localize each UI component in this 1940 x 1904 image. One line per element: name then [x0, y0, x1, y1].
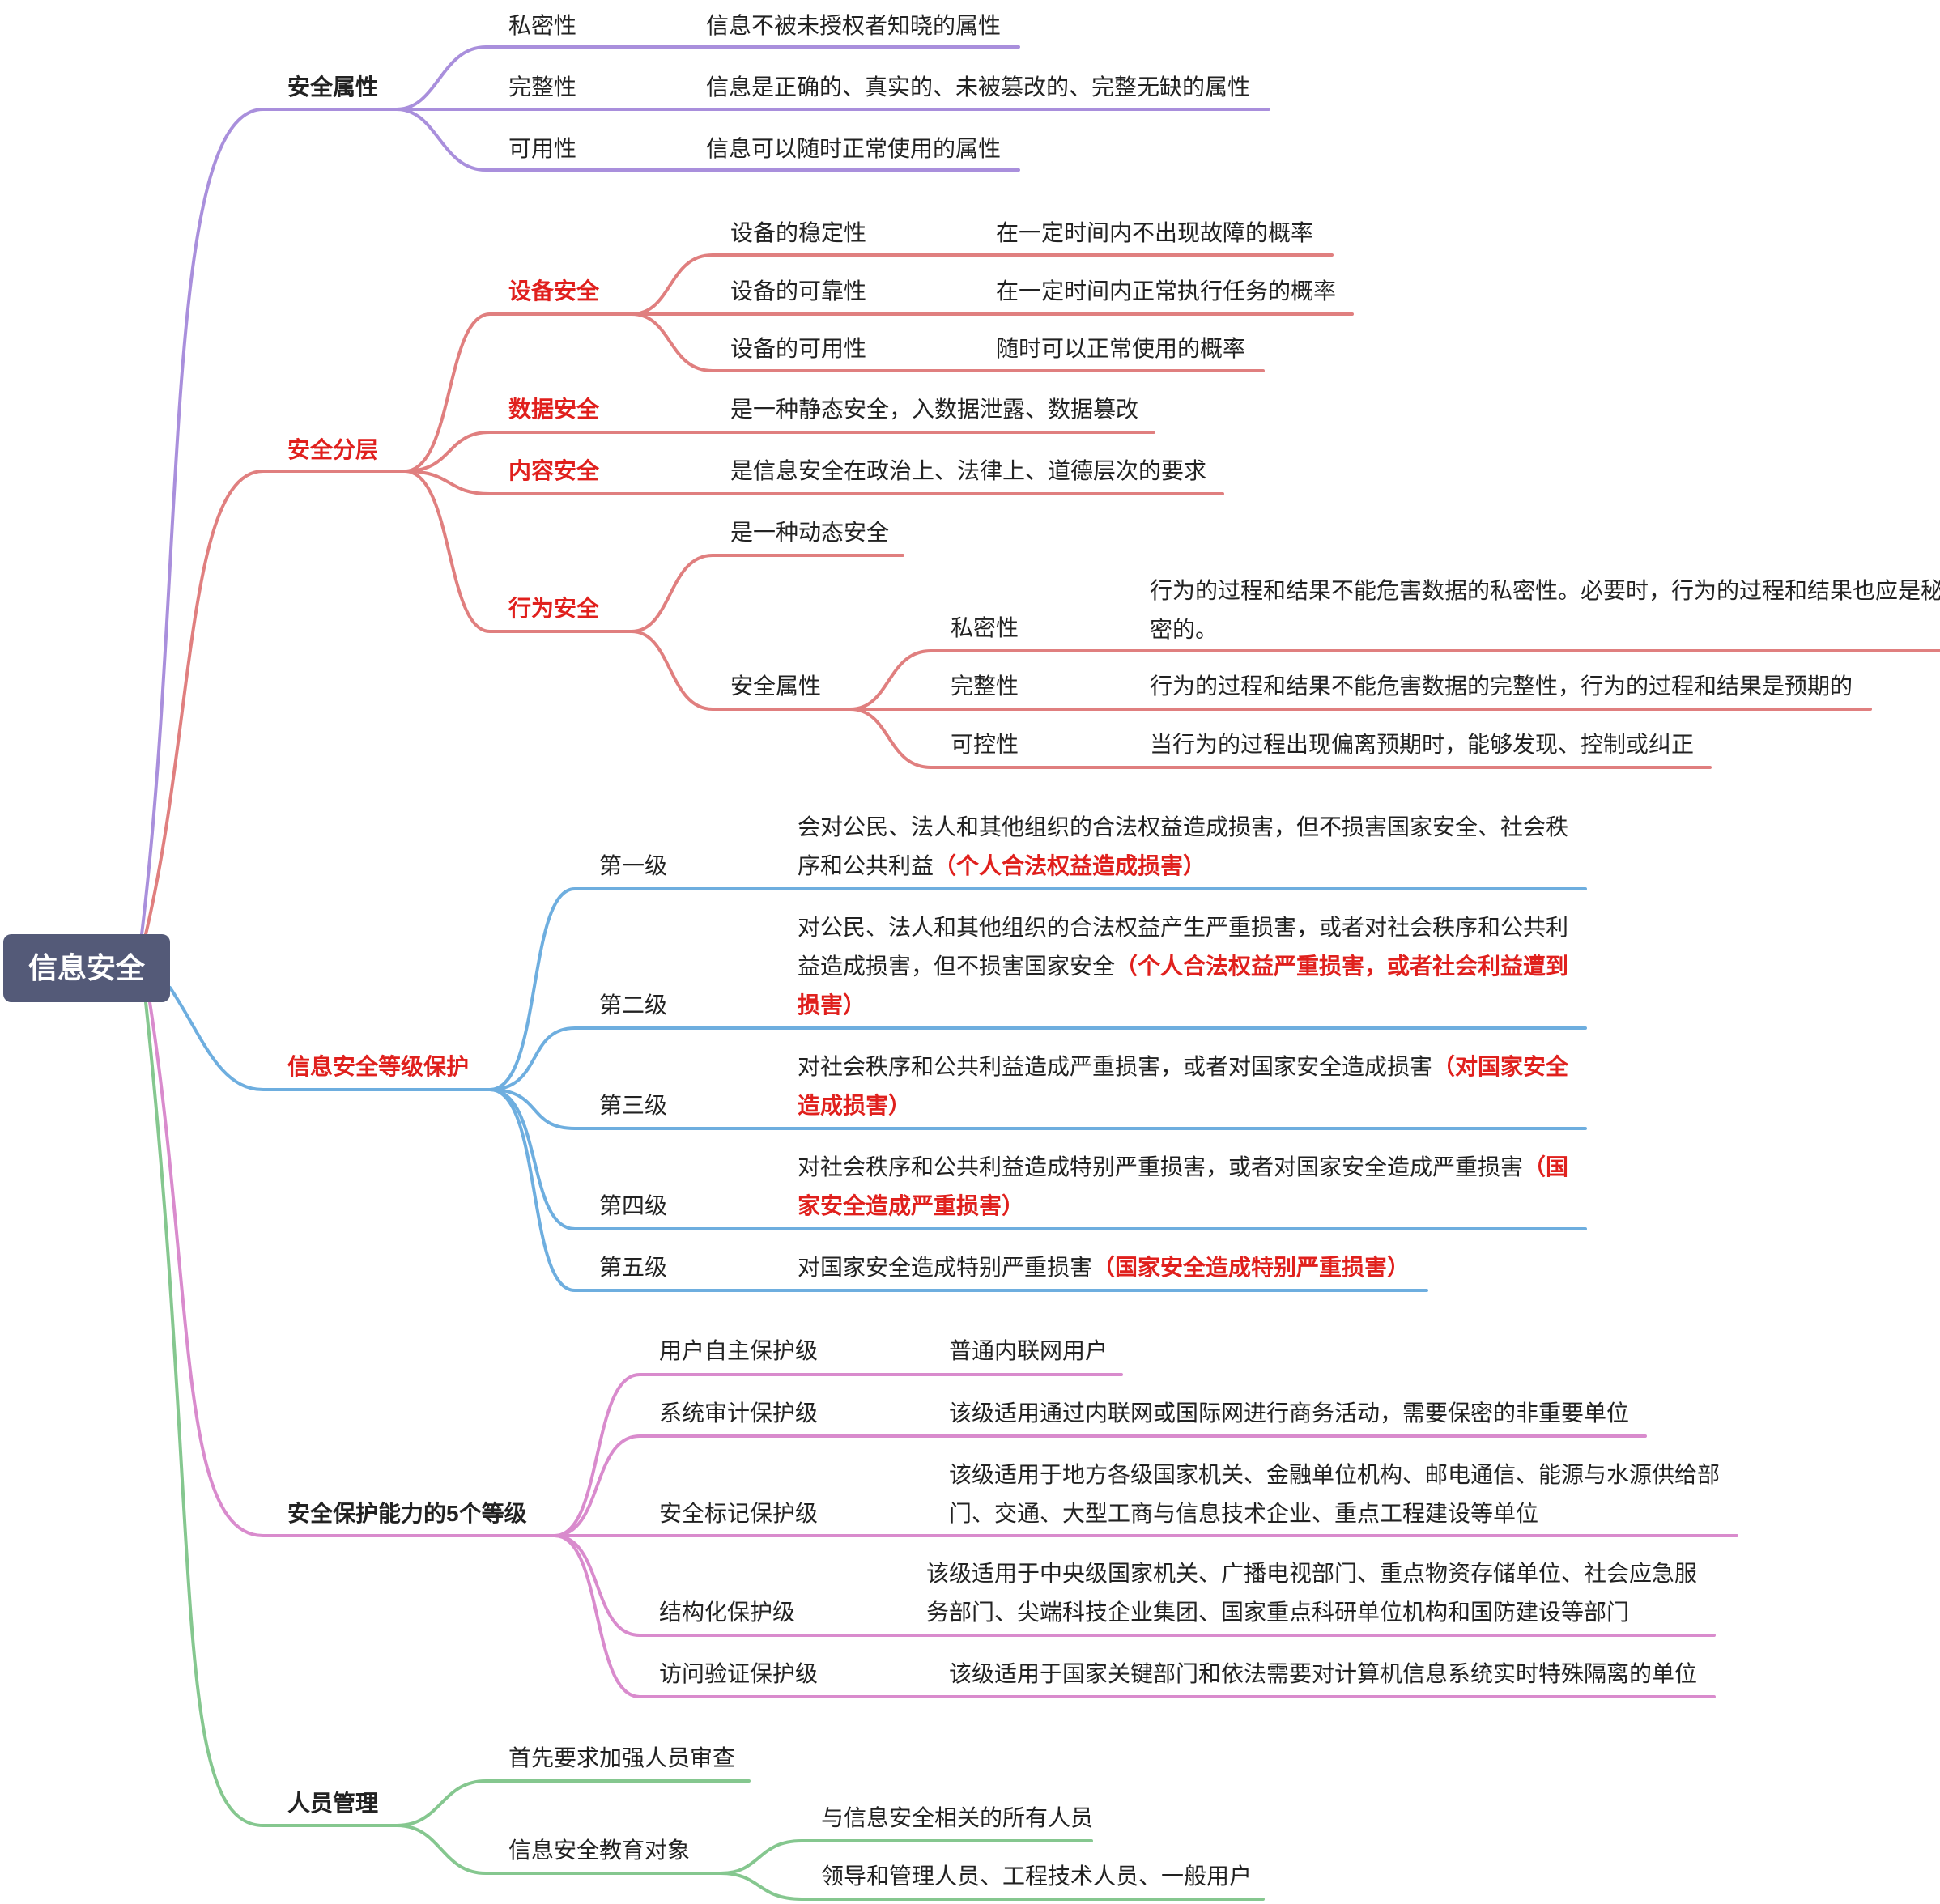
behavior-attr-name[interactable]: 完整性	[951, 674, 1019, 699]
protection-level[interactable]: 结构化保护级	[659, 1600, 796, 1625]
attr-desc: 信息是正确的、真实的、未被篡改的、完整无缺的属性	[706, 74, 1251, 100]
branch-attributes[interactable]: 安全属性	[287, 74, 379, 100]
branch-protection[interactable]: 安全保护能力的5个等级	[287, 1501, 527, 1526]
protection-level-desc: 该级适用于地方各级国家机关、金融单位机构、邮电通信、能源与水源供给部门、交通、大…	[949, 1462, 1721, 1526]
grade-level-4[interactable]: 第四级	[599, 1193, 668, 1218]
protection-level-desc: 该级适用通过内联网或国际网进行商务活动，需要保密的非重要单位	[949, 1400, 1630, 1426]
edge-root-grading	[168, 986, 491, 1091]
layer-data[interactable]: 数据安全	[508, 397, 600, 422]
grade-level-5-desc: 对国家安全造成特别严重损害（国家安全造成特别严重损害）	[798, 1255, 1410, 1280]
branch-grading[interactable]: 信息安全等级保护	[287, 1054, 470, 1079]
device-item-name[interactable]: 设备的稳定性	[730, 220, 867, 245]
grade-level-4-desc: 对社会秩序和公共利益造成特别严重损害，或者对国家安全造成严重损害（国家安全造成严…	[798, 1154, 1569, 1218]
attr-name[interactable]: 私密性	[508, 13, 577, 38]
protection-level[interactable]: 访问验证保护级	[659, 1661, 819, 1686]
behavior-attributes[interactable]: 安全属性	[730, 674, 822, 699]
protection-level[interactable]: 安全标记保护级	[659, 1501, 819, 1526]
protection-level[interactable]: 用户自主保护级	[659, 1338, 819, 1363]
behavior-attr-name[interactable]: 私密性	[951, 615, 1019, 640]
edge-root-attributes	[140, 108, 398, 936]
grade-level-3[interactable]: 第三级	[599, 1093, 668, 1118]
device-item-name[interactable]: 设备的可靠性	[730, 278, 867, 304]
behavior-dynamic: 是一种动态安全	[730, 520, 890, 545]
grade-level-1[interactable]: 第一级	[599, 853, 668, 878]
attr-name[interactable]: 完整性	[508, 74, 577, 100]
layer-device[interactable]: 设备安全	[508, 278, 600, 304]
personnel-review: 首先要求加强人员审查	[508, 1745, 736, 1770]
edge-root-personnel	[144, 1001, 398, 1827]
edge-root-protection	[148, 1001, 556, 1537]
grade-level-3-desc: 对社会秩序和公共利益造成严重损害，或者对国家安全造成损害（对国家安全造成损害）	[798, 1054, 1569, 1118]
layer-content[interactable]: 内容安全	[508, 458, 600, 483]
grade-level-1-desc: 会对公民、法人和其他组织的合法权益造成损害，但不损害国家安全、社会秩序和公共利益…	[798, 814, 1569, 878]
layer-content-desc: 是信息安全在政治上、法律上、道德层次的要求	[730, 458, 1207, 483]
root-node[interactable]: 信息安全	[3, 934, 170, 1002]
device-item-name[interactable]: 设备的可用性	[730, 336, 867, 361]
device-item-desc: 在一定时间内正常执行任务的概率	[996, 278, 1337, 304]
device-item-desc: 随时可以正常使用的概率	[996, 336, 1246, 361]
grade-level-2[interactable]: 第二级	[599, 992, 668, 1018]
protection-level-desc: 该级适用于国家关键部门和依法需要对计算机信息系统实时特殊隔离的单位	[949, 1661, 1698, 1686]
education-target: 领导和管理人员、工程技术人员、一般用户	[821, 1864, 1253, 1889]
layer-behavior[interactable]: 行为安全	[508, 596, 600, 621]
edge-root-layers	[144, 470, 406, 936]
behavior-attr-desc: 当行为的过程出现偏离预期时，能够发现、控制或纠正	[1150, 732, 1695, 757]
attr-name[interactable]: 可用性	[508, 136, 577, 161]
behavior-attr-name[interactable]: 可控性	[951, 732, 1019, 757]
personnel-education[interactable]: 信息安全教育对象	[508, 1838, 691, 1863]
behavior-attr-desc: 行为的过程和结果不能危害数据的私密性。必要时，行为的过程和结果也应是秘密的。	[1150, 578, 1940, 642]
protection-level-desc: 普通内联网用户	[949, 1338, 1108, 1363]
device-item-desc: 在一定时间内不出现故障的概率	[996, 220, 1314, 245]
attr-desc: 信息可以随时正常使用的属性	[706, 136, 1002, 161]
branch-layers[interactable]: 安全分层	[287, 437, 379, 462]
grade-level-2-desc: 对公民、法人和其他组织的合法权益产生严重损害，或者对社会秩序和公共利益造成损害，…	[798, 915, 1569, 1018]
layer-data-desc: 是一种静态安全，入数据泄露、数据篡改	[730, 397, 1139, 422]
education-target: 与信息安全相关的所有人员	[821, 1805, 1094, 1830]
protection-level[interactable]: 系统审计保护级	[659, 1400, 819, 1426]
branch-personnel[interactable]: 人员管理	[287, 1791, 379, 1816]
grade-level-5[interactable]: 第五级	[599, 1255, 668, 1280]
attr-desc: 信息不被未授权者知晓的属性	[706, 13, 1002, 38]
protection-level-desc: 该级适用于中央级国家机关、广播电视部门、重点物资存储单位、社会应急服务部门、尖端…	[926, 1561, 1698, 1625]
behavior-attr-desc: 行为的过程和结果不能危害数据的完整性，行为的过程和结果是预期的	[1150, 674, 1853, 699]
